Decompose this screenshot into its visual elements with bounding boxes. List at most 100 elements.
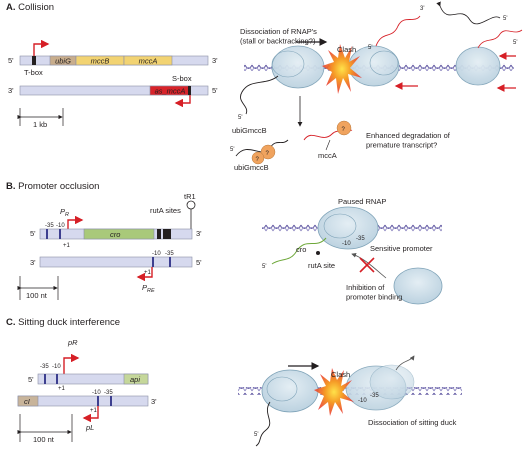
mcca-leader (325, 139, 331, 151)
rnap-far-right-a (455, 46, 501, 86)
b-bottom-5: 5' (196, 258, 202, 267)
b-top-box35 (46, 229, 48, 239)
transcript3-label: mccA (318, 151, 337, 160)
b-top-minus10: -10 (56, 223, 65, 229)
gene-api-label: api (130, 375, 140, 384)
rna-5-end-e: 5' (230, 147, 234, 153)
strand-3-label: 3' (212, 56, 218, 65)
pr-label: PR (60, 207, 69, 218)
promoter-arrow-as-mcca (174, 95, 191, 108)
b-bottom-box35 (169, 257, 171, 267)
c-bottom-plus1: +1 (90, 408, 98, 414)
pl-promoter-arrow-c (82, 406, 99, 423)
clash-label-c: Clash (331, 370, 350, 379)
panel-c-letter: C. (6, 317, 16, 328)
b-top-5: 5' (30, 229, 36, 238)
rna-5-end-d: 5' (513, 40, 517, 46)
t-box-label: T-box (24, 68, 43, 77)
transcript-released-a (436, 1, 501, 25)
ruta-site-1 (157, 229, 161, 239)
panel-a-title: A. Collision (6, 2, 54, 13)
rna-3-end-c: 3' (420, 6, 424, 12)
b-bottom-3: 3' (30, 258, 36, 267)
rnap-sitting-duck-ghost (369, 364, 415, 400)
ruta-site-2 (163, 229, 171, 239)
panel-b: B. Promoter occlusion PR -35 -10 +1 rutA… (6, 181, 443, 305)
panel-b-letter: B. (6, 181, 16, 192)
paused-rnap-label: Paused RNAP (338, 197, 386, 206)
pl-label-c: pL (85, 423, 94, 432)
c-bottom-minus35: -35 (104, 390, 113, 396)
c-right-5: 5' (254, 432, 258, 438)
c-top-minus10: -10 (52, 364, 61, 370)
panel-c-title-text: Sitting duck interference (18, 317, 120, 328)
degradation-label: Enhanced degradation of premature transc… (366, 131, 452, 150)
nascent-cro-transcript (271, 237, 327, 265)
c-right-minus10: -10 (358, 398, 367, 404)
scale-label-c: 100 nt (33, 435, 55, 444)
transcript-mcca-a (375, 15, 421, 47)
rnase-a1-question: ? (266, 151, 270, 157)
ruta-site-dot (316, 251, 320, 255)
gene-mcca-label: mccA (139, 57, 158, 66)
b-right-5: 5' (262, 264, 266, 270)
dissociation-arrow-c (395, 355, 415, 371)
pr-promoter-arrow (67, 215, 84, 230)
panel-a: A. Collision 5' ubiG mccB mccA 3' T-box … (6, 1, 523, 172)
inhibition-cross-2 (359, 257, 375, 273)
pre-label: PRE (142, 283, 155, 294)
scale-label-a: 1 kb (33, 120, 47, 129)
paused-rnap-inner (323, 213, 357, 239)
strand-3-bottom-label: 3' (8, 86, 14, 95)
rnap-elongating-c (261, 369, 319, 413)
free-rnap (393, 267, 443, 305)
t-box-marker (32, 56, 36, 65)
strand-5-label: 5' (8, 56, 14, 65)
transcript2-label: ubiGmccB (234, 163, 269, 172)
gene-cro-label: cro (110, 230, 120, 239)
transcript-c (255, 401, 271, 447)
c-top-box35 (44, 374, 46, 384)
inhibition-label: Inhibition of promoter binding (346, 283, 402, 302)
b-top-plus1: +1 (63, 243, 71, 249)
panel-b-title-text: Promoter occlusion (18, 181, 99, 192)
transcript-ubigmccb-a (240, 75, 279, 115)
s-box-marker (188, 86, 191, 95)
clash-burst-a (322, 44, 362, 94)
tr1-label: tR1 (184, 192, 196, 201)
rnap-elongating-c-inner (266, 376, 298, 402)
b-right-minus35: -35 (356, 236, 365, 242)
gene-ci-label: cI (24, 397, 30, 406)
panel-b-title: B. Promoter occlusion (6, 181, 99, 192)
b-top-box10 (59, 229, 61, 239)
gene-api (123, 373, 149, 385)
panel-c-title: C. Sitting duck interference (6, 317, 120, 328)
paused-rnap (317, 206, 379, 250)
rnase-a3-question: ? (342, 127, 346, 133)
rnase-a2-question: ? (256, 157, 260, 163)
b-bottom-strand (39, 256, 193, 268)
gene-mcca (123, 55, 173, 66)
ruta-sites-label: rutA sites (150, 206, 181, 215)
c-top-5: 5' (28, 375, 34, 384)
rnase-a2 (251, 151, 265, 165)
rnap-left-a-inner (271, 50, 305, 78)
rna-5-end-c: 5' (503, 16, 507, 22)
b-right-cro: cro (296, 245, 306, 254)
rnap-left-a (271, 45, 325, 89)
strand-5-bottom-label: 5' (212, 86, 218, 95)
rna-5-end-b: 5' (368, 45, 372, 51)
rnase-a1 (260, 144, 276, 160)
rnap-right-a-inner (369, 50, 399, 76)
rnap-right-a (348, 45, 400, 87)
c-top-plus1: +1 (58, 386, 66, 392)
panel-a-letter: A. (6, 2, 16, 13)
bottom-strand (19, 85, 209, 96)
gene-cro (83, 228, 155, 240)
clash-burst-c (314, 368, 354, 416)
clash-label-a: Clash (337, 45, 356, 54)
b-bottom-plus1: +1 (144, 270, 152, 276)
panel-a-title-text: Collision (18, 2, 54, 13)
pre-promoter-arrow (136, 267, 153, 282)
